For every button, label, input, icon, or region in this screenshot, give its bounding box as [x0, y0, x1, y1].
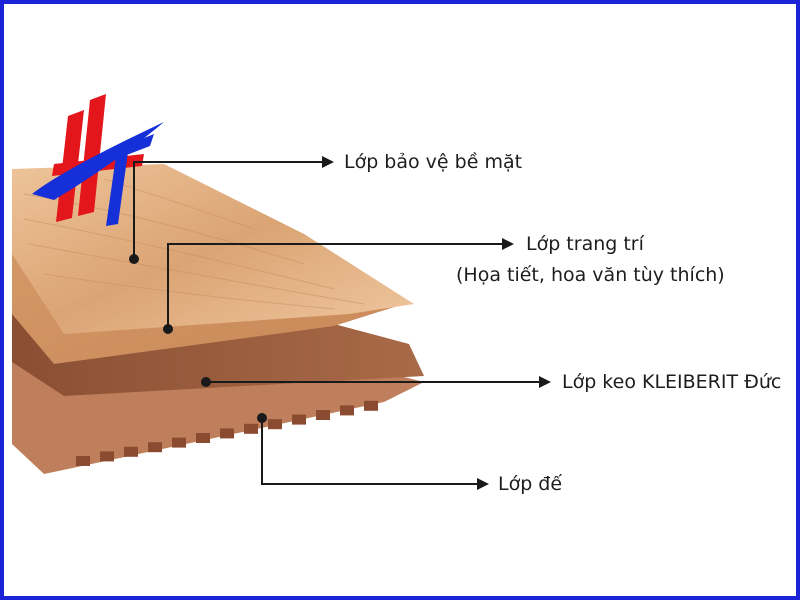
label-decor: Lớp trang trí [526, 233, 644, 255]
dot-base [257, 413, 267, 423]
leader-line-decor [167, 243, 502, 329]
logo-swoosh [32, 122, 164, 200]
leader-lines [133, 161, 539, 485]
label-glue: Lớp keo KLEIBERIT Đức [562, 371, 782, 393]
label-decor-sub: (Họa tiết, hoa văn tùy thích) [456, 264, 725, 286]
base-cell [364, 400, 378, 411]
base-cell [196, 433, 210, 443]
leader-line-base [261, 418, 477, 485]
arrow-decor [502, 238, 514, 250]
leader-arrowheads [322, 156, 551, 490]
dot-glue [201, 377, 211, 387]
base-cell [100, 451, 114, 462]
dot-decor [163, 324, 173, 334]
base-cell [340, 405, 354, 416]
base-cell [172, 437, 186, 448]
base-cell [220, 428, 234, 439]
wood-grain [23, 178, 365, 310]
base-cell [292, 414, 306, 425]
leader-line-surface [133, 161, 322, 259]
ht-logo [32, 94, 164, 226]
label-base: Lớp đế [498, 473, 563, 495]
logo-t-bar [98, 134, 154, 166]
base-cells [76, 400, 378, 466]
dot-surface [129, 254, 139, 264]
panel-diagram [12, 94, 551, 490]
logo-t-stem [106, 152, 128, 226]
logo-h-right [78, 94, 106, 216]
base-cell [268, 419, 282, 430]
arrow-base [477, 478, 489, 490]
arrow-surface [322, 156, 334, 168]
label-surface: Lớp bảo vệ bề mặt [344, 151, 523, 173]
base-cell [316, 410, 330, 420]
base-cell [124, 446, 138, 457]
base-cell [148, 442, 162, 453]
base-cell [244, 423, 258, 434]
leader-dots [129, 254, 267, 423]
arrow-glue [539, 376, 551, 388]
base-cell [76, 456, 90, 466]
